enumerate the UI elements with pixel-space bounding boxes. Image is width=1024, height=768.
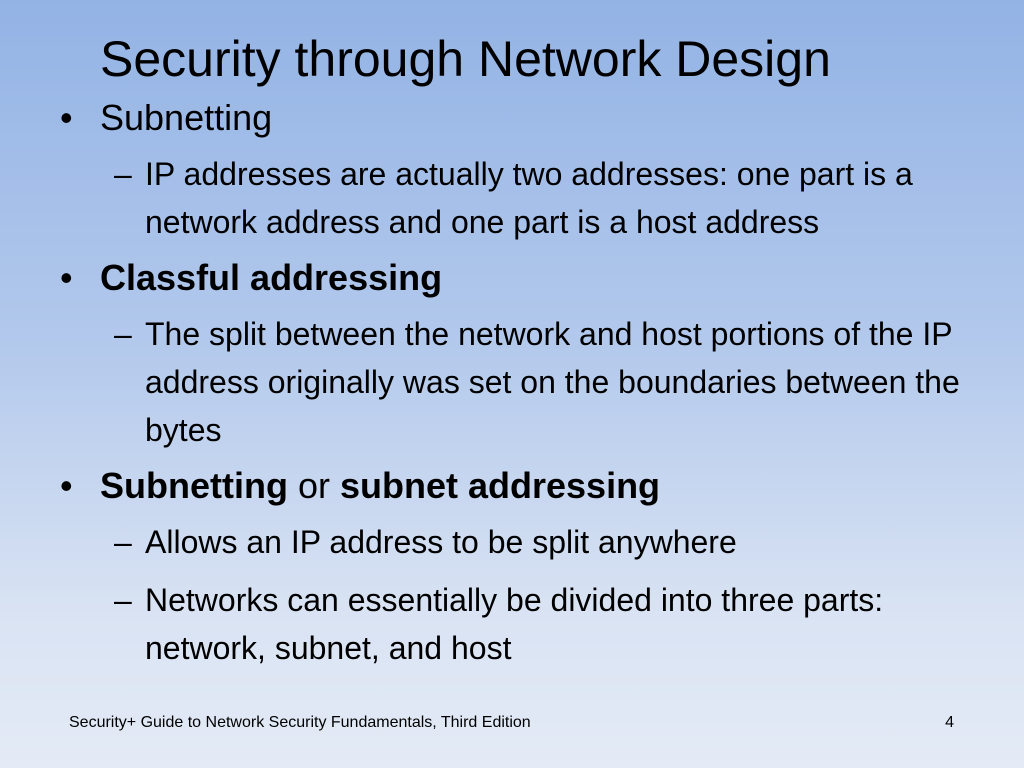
bullet-text-part: Classful addressing xyxy=(100,256,443,298)
bullet-item: • Classful addressing – The split betwee… xyxy=(60,256,990,454)
sub-bullet-list: – The split between the network and host… xyxy=(100,310,990,454)
sub-bullet-item: – The split between the network and host… xyxy=(100,310,990,454)
dash-marker: – xyxy=(114,581,132,618)
bullet-text-part: Subnetting xyxy=(100,464,288,506)
sub-bullet-text: The split between the network and host p… xyxy=(145,315,960,448)
bullet-text-part: Subnetting xyxy=(100,97,273,138)
bullet-item: • Subnetting – IP addresses are actually… xyxy=(60,96,990,246)
sub-bullet-text: Networks can essentially be divided into… xyxy=(145,581,884,666)
bullet-marker: • xyxy=(60,97,73,138)
sub-bullet-item: – IP addresses are actually two addresse… xyxy=(100,150,990,246)
slide-title: Security through Network Design xyxy=(100,31,831,87)
bullet-text: Subnetting xyxy=(100,97,272,138)
sub-bullet-text: Allows an IP address to be split anywher… xyxy=(145,523,737,560)
dash-marker: – xyxy=(114,315,132,352)
bullet-marker: • xyxy=(60,256,73,298)
bullet-list: • Subnetting – IP addresses are actually… xyxy=(60,96,990,682)
bullet-text: Classful addressing xyxy=(100,257,442,298)
sub-bullet-list: – Allows an IP address to be split anywh… xyxy=(100,518,990,672)
bullet-item: • Subnetting or subnet addressing – Allo… xyxy=(60,464,990,672)
bullet-marker: • xyxy=(60,464,73,506)
sub-bullet-item: – Networks can essentially be divided in… xyxy=(100,576,990,672)
bullet-text: Subnetting or subnet addressing xyxy=(100,465,660,506)
dash-marker: – xyxy=(114,155,132,192)
sub-bullet-item: – Allows an IP address to be split anywh… xyxy=(100,518,990,566)
bullet-text-part: or xyxy=(287,464,340,506)
page-number: 4 xyxy=(945,714,954,731)
sub-bullet-text: IP addresses are actually two addresses:… xyxy=(145,155,913,240)
footer-text: Security+ Guide to Network Security Fund… xyxy=(69,714,531,731)
dash-marker: – xyxy=(114,523,132,560)
bullet-text-part: subnet addressing xyxy=(339,464,661,506)
sub-bullet-list: – IP addresses are actually two addresse… xyxy=(100,150,990,246)
